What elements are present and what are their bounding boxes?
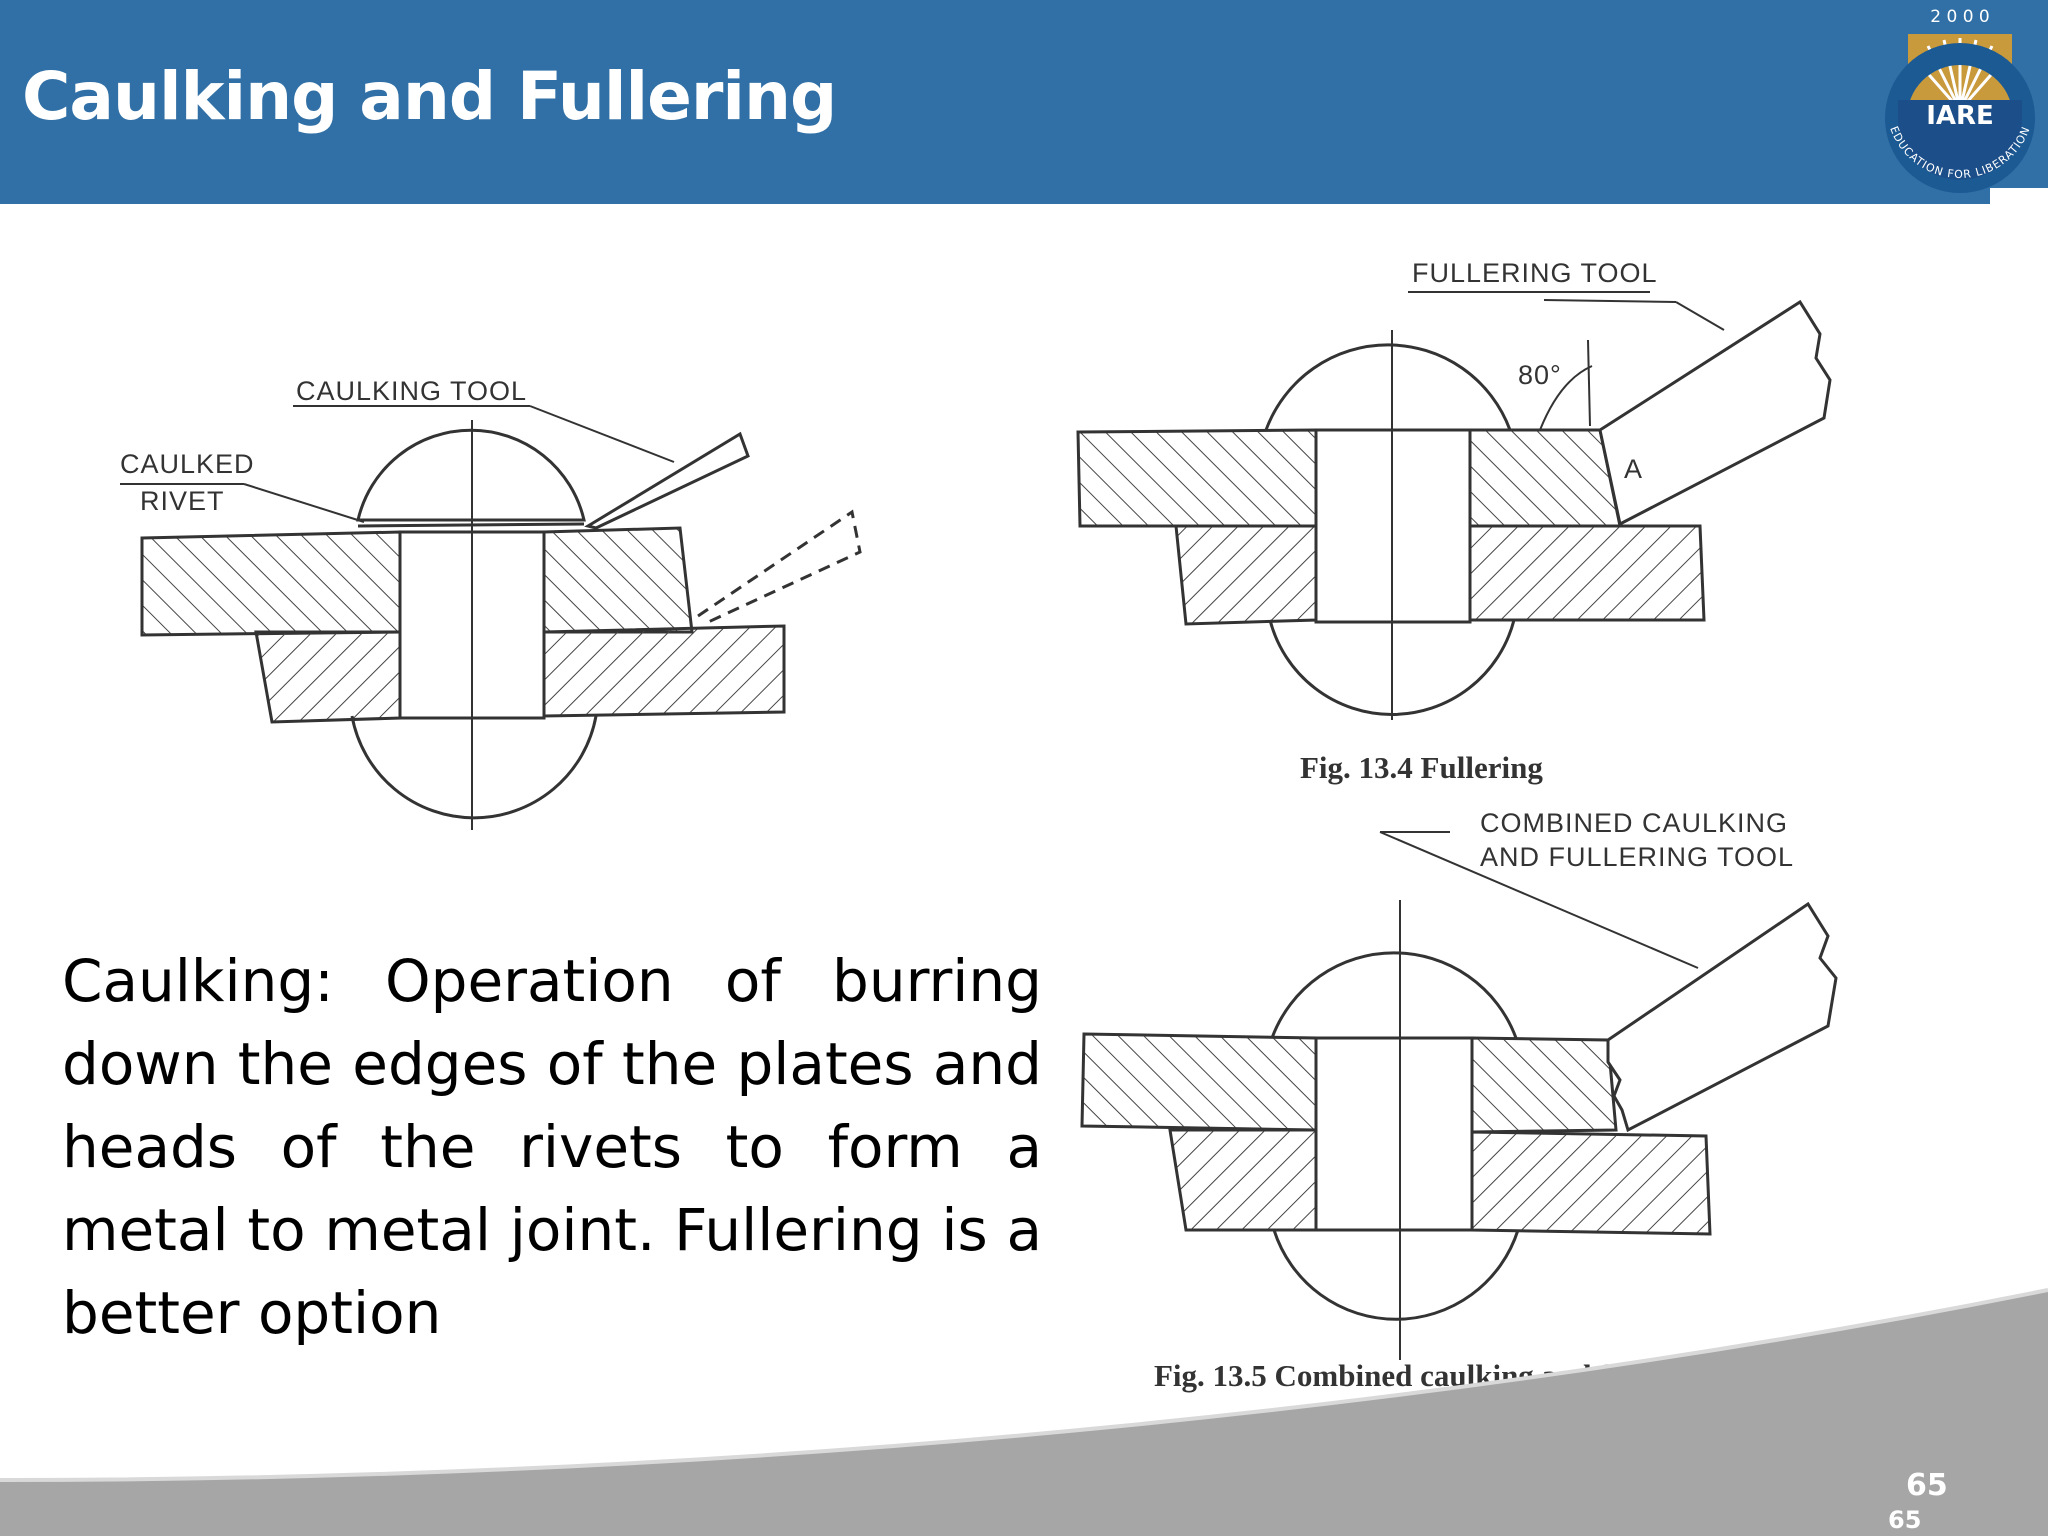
page-number: 65 bbox=[1906, 1468, 1948, 1503]
fig-13-4-caption: Fig. 13.4 Fullering bbox=[1300, 750, 1543, 785]
caulking-tool-label: CAULKING TOOL bbox=[296, 376, 527, 406]
caulked-rivet-label-2: RIVET bbox=[140, 486, 225, 516]
combined-figure: COMBINED CAULKING AND FULLERING TOOL Fig… bbox=[1080, 808, 1838, 1393]
fullering-figure: FULLERING TOOL 80° A Fig. 13.4 Fullering bbox=[1076, 258, 1832, 785]
combined-tool-label-2: AND FULLERING TOOL bbox=[1480, 842, 1794, 872]
footer-swoosh bbox=[0, 1288, 2048, 1536]
slide-title: Caulking and Fullering bbox=[22, 58, 837, 135]
body-paragraph: Caulking: Operation of burring down the … bbox=[62, 947, 1042, 1347]
iare-logo: 2 0 0 0 IARE EDUCATION FOR LIBERATION bbox=[1885, 7, 2035, 193]
logo-name: IARE bbox=[1926, 101, 1994, 131]
page-number-small: 65 bbox=[1888, 1506, 1922, 1534]
header-notch bbox=[1990, 188, 2048, 204]
header-bar bbox=[0, 0, 2048, 204]
caulked-rivet-label-1: CAULKED bbox=[120, 449, 255, 479]
angle-label: 80° bbox=[1518, 360, 1562, 390]
caulking-figure: CAULKING TOOL CAULKED RIVET bbox=[120, 376, 862, 830]
point-a-label: A bbox=[1624, 454, 1643, 484]
fullering-tool-label: FULLERING TOOL bbox=[1412, 258, 1658, 288]
combined-tool-label-1: COMBINED CAULKING bbox=[1480, 808, 1788, 838]
logo-year: 2 0 0 0 bbox=[1930, 7, 1989, 27]
